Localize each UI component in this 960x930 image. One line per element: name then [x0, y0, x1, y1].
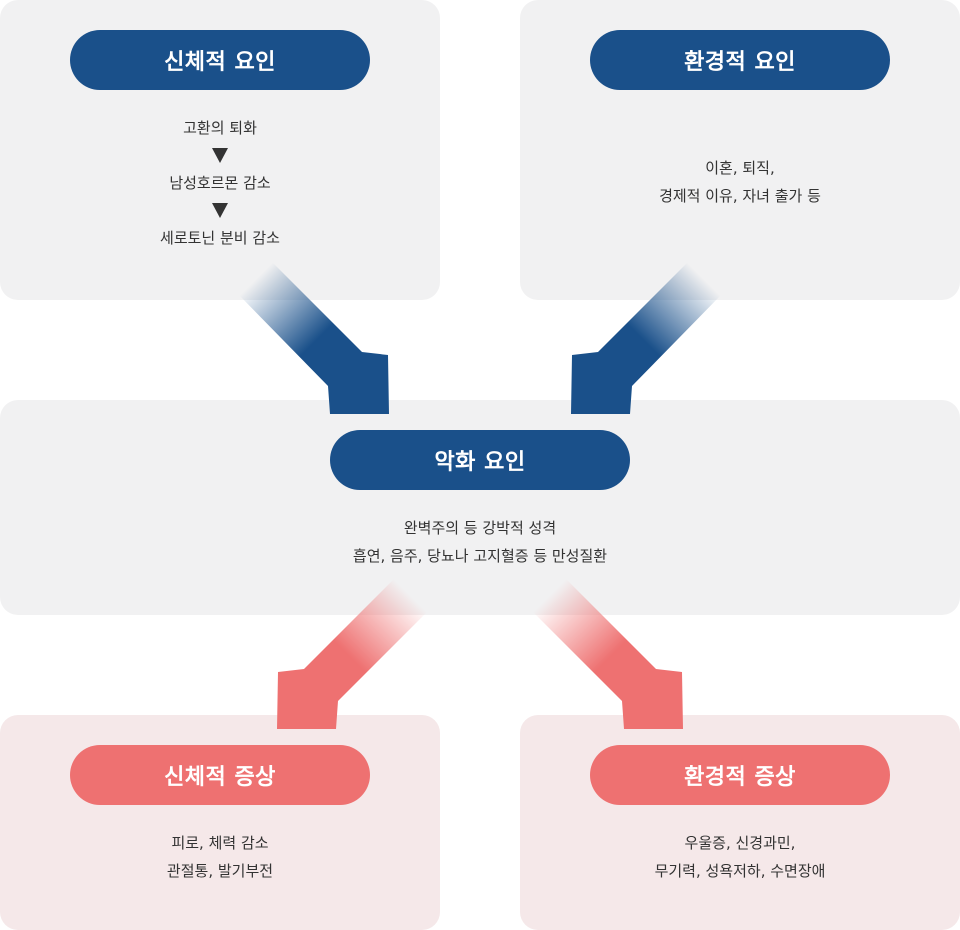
- physical-symptom-text: 피로, 체력 감소 관절통, 발기부전: [0, 829, 440, 885]
- aggravating-factor-text: 완벽주의 등 강박적 성격 흡연, 음주, 당뇨나 고지혈증 등 만성질환: [0, 514, 960, 570]
- down-arrow-icon: [212, 148, 228, 163]
- aggravating-factor-line-1: 완벽주의 등 강박적 성격: [403, 519, 557, 537]
- physical-symptom-line-2: 관절통, 발기부전: [166, 862, 274, 880]
- environmental-factor-line-1: 이혼, 퇴직,: [705, 159, 775, 177]
- environmental-factor-title: 환경적 요인: [590, 30, 890, 90]
- physical-symptom-line-1: 피로, 체력 감소: [171, 834, 269, 852]
- physical-factor-title: 신체적 요인: [70, 30, 370, 90]
- step-testicular-degeneration: 고환의 퇴화: [183, 119, 257, 137]
- aggravating-factor-line-2: 흡연, 음주, 당뇨나 고지혈증 등 만성질환: [352, 547, 608, 565]
- step-serotonin-decrease: 세로토닌 분비 감소: [160, 229, 280, 247]
- aggravating-factor-title: 악화 요인: [330, 430, 630, 490]
- environmental-factor-line-2: 경제적 이유, 자녀 출가 등: [659, 187, 821, 205]
- arrow-aggravating-to-environmental-symptom: [532, 579, 683, 729]
- step-male-hormone-decrease: 남성호르몬 감소: [169, 174, 271, 192]
- environmental-factor-text: 이혼, 퇴직, 경제적 이유, 자녀 출가 등: [520, 154, 960, 210]
- arrow-environmental-to-aggravating: [571, 262, 722, 414]
- arrow-aggravating-to-physical-symptom: [277, 579, 428, 729]
- physical-symptom-title: 신체적 증상: [70, 745, 370, 805]
- environmental-symptom-line-2: 무기력, 성욕저하, 수면장애: [654, 862, 826, 880]
- arrow-physical-to-aggravating: [238, 262, 389, 414]
- physical-factor-steps: 고환의 퇴화 남성호르몬 감소 세로토닌 분비 감소: [0, 114, 440, 252]
- down-arrow-icon: [212, 203, 228, 218]
- environmental-symptom-text: 우울증, 신경과민, 무기력, 성욕저하, 수면장애: [520, 829, 960, 885]
- environmental-symptom-line-1: 우울증, 신경과민,: [684, 834, 796, 852]
- environmental-symptom-title: 환경적 증상: [590, 745, 890, 805]
